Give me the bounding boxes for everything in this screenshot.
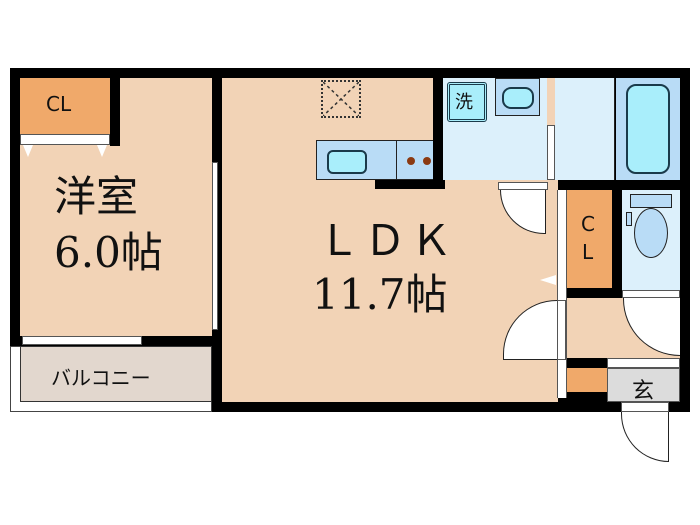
closet-middle-label-c: C: [581, 212, 595, 236]
ldk-east-upper-wall: [433, 78, 443, 188]
toilet-swing-door[interactable]: [623, 298, 680, 356]
washer-space: 洗: [447, 82, 487, 122]
kitchen-sink-icon: [327, 150, 367, 174]
closet-left-wall: [110, 78, 120, 146]
closet-middle-label-l: L: [582, 240, 594, 264]
balcony-label: バルコニー: [51, 366, 151, 390]
western-room-name: 洋室: [54, 172, 139, 221]
sliding-door-western-ldk[interactable]: [212, 162, 218, 330]
washroom-door[interactable]: [547, 125, 555, 180]
stove-burner-icon: [423, 157, 431, 165]
vanity: [495, 78, 540, 116]
kitchen-wall: [375, 180, 445, 189]
toilet-bowl-icon: [634, 208, 668, 258]
entrance-hall: [567, 298, 680, 358]
balcony: バルコニー: [20, 346, 212, 402]
toilet-paper-icon: [626, 212, 632, 226]
washroom: 洗: [443, 78, 547, 180]
ldk-name: ＬＤＫ: [318, 216, 457, 265]
washer-label: 洗: [455, 92, 473, 113]
entrance-door-opening: [621, 402, 669, 412]
genkan-step: [607, 358, 680, 368]
washroom-entry-threshold: [498, 182, 548, 190]
genkan-label: 玄: [632, 379, 655, 404]
closet-left-label: CL: [46, 92, 72, 116]
toilet-room: [622, 190, 680, 290]
stove-burner-icon: [407, 157, 415, 165]
bathroom-floor: [555, 78, 615, 180]
kitchen-counter: [316, 140, 438, 180]
closet-door-marker-icon: [23, 145, 33, 157]
balcony-window[interactable]: [22, 336, 142, 345]
genkan: 玄: [607, 368, 680, 404]
closet-middle: C L: [567, 190, 612, 288]
western-room-size: 6.0帖: [54, 228, 163, 277]
shoe-cabinet: [567, 368, 607, 392]
toilet-tank-icon: [630, 194, 672, 208]
ldk-size: 11.7帖: [312, 270, 448, 319]
bathtub-area: [616, 78, 680, 180]
counter-divider: [396, 141, 397, 179]
toilet-threshold: [622, 290, 680, 298]
ceiling-hatch-icon: [321, 80, 361, 118]
closet-left-door[interactable]: [20, 134, 110, 145]
closet-left: CL: [20, 78, 110, 134]
vanity-basin-icon: [502, 87, 534, 109]
hallway: [557, 190, 567, 398]
bathtub-icon: [626, 84, 670, 174]
closet-door-marker-icon: [97, 145, 107, 157]
entrance-door[interactable]: [621, 412, 669, 462]
ldk-door-jamb: [557, 300, 566, 360]
closet-door-marker-icon: [540, 275, 556, 285]
